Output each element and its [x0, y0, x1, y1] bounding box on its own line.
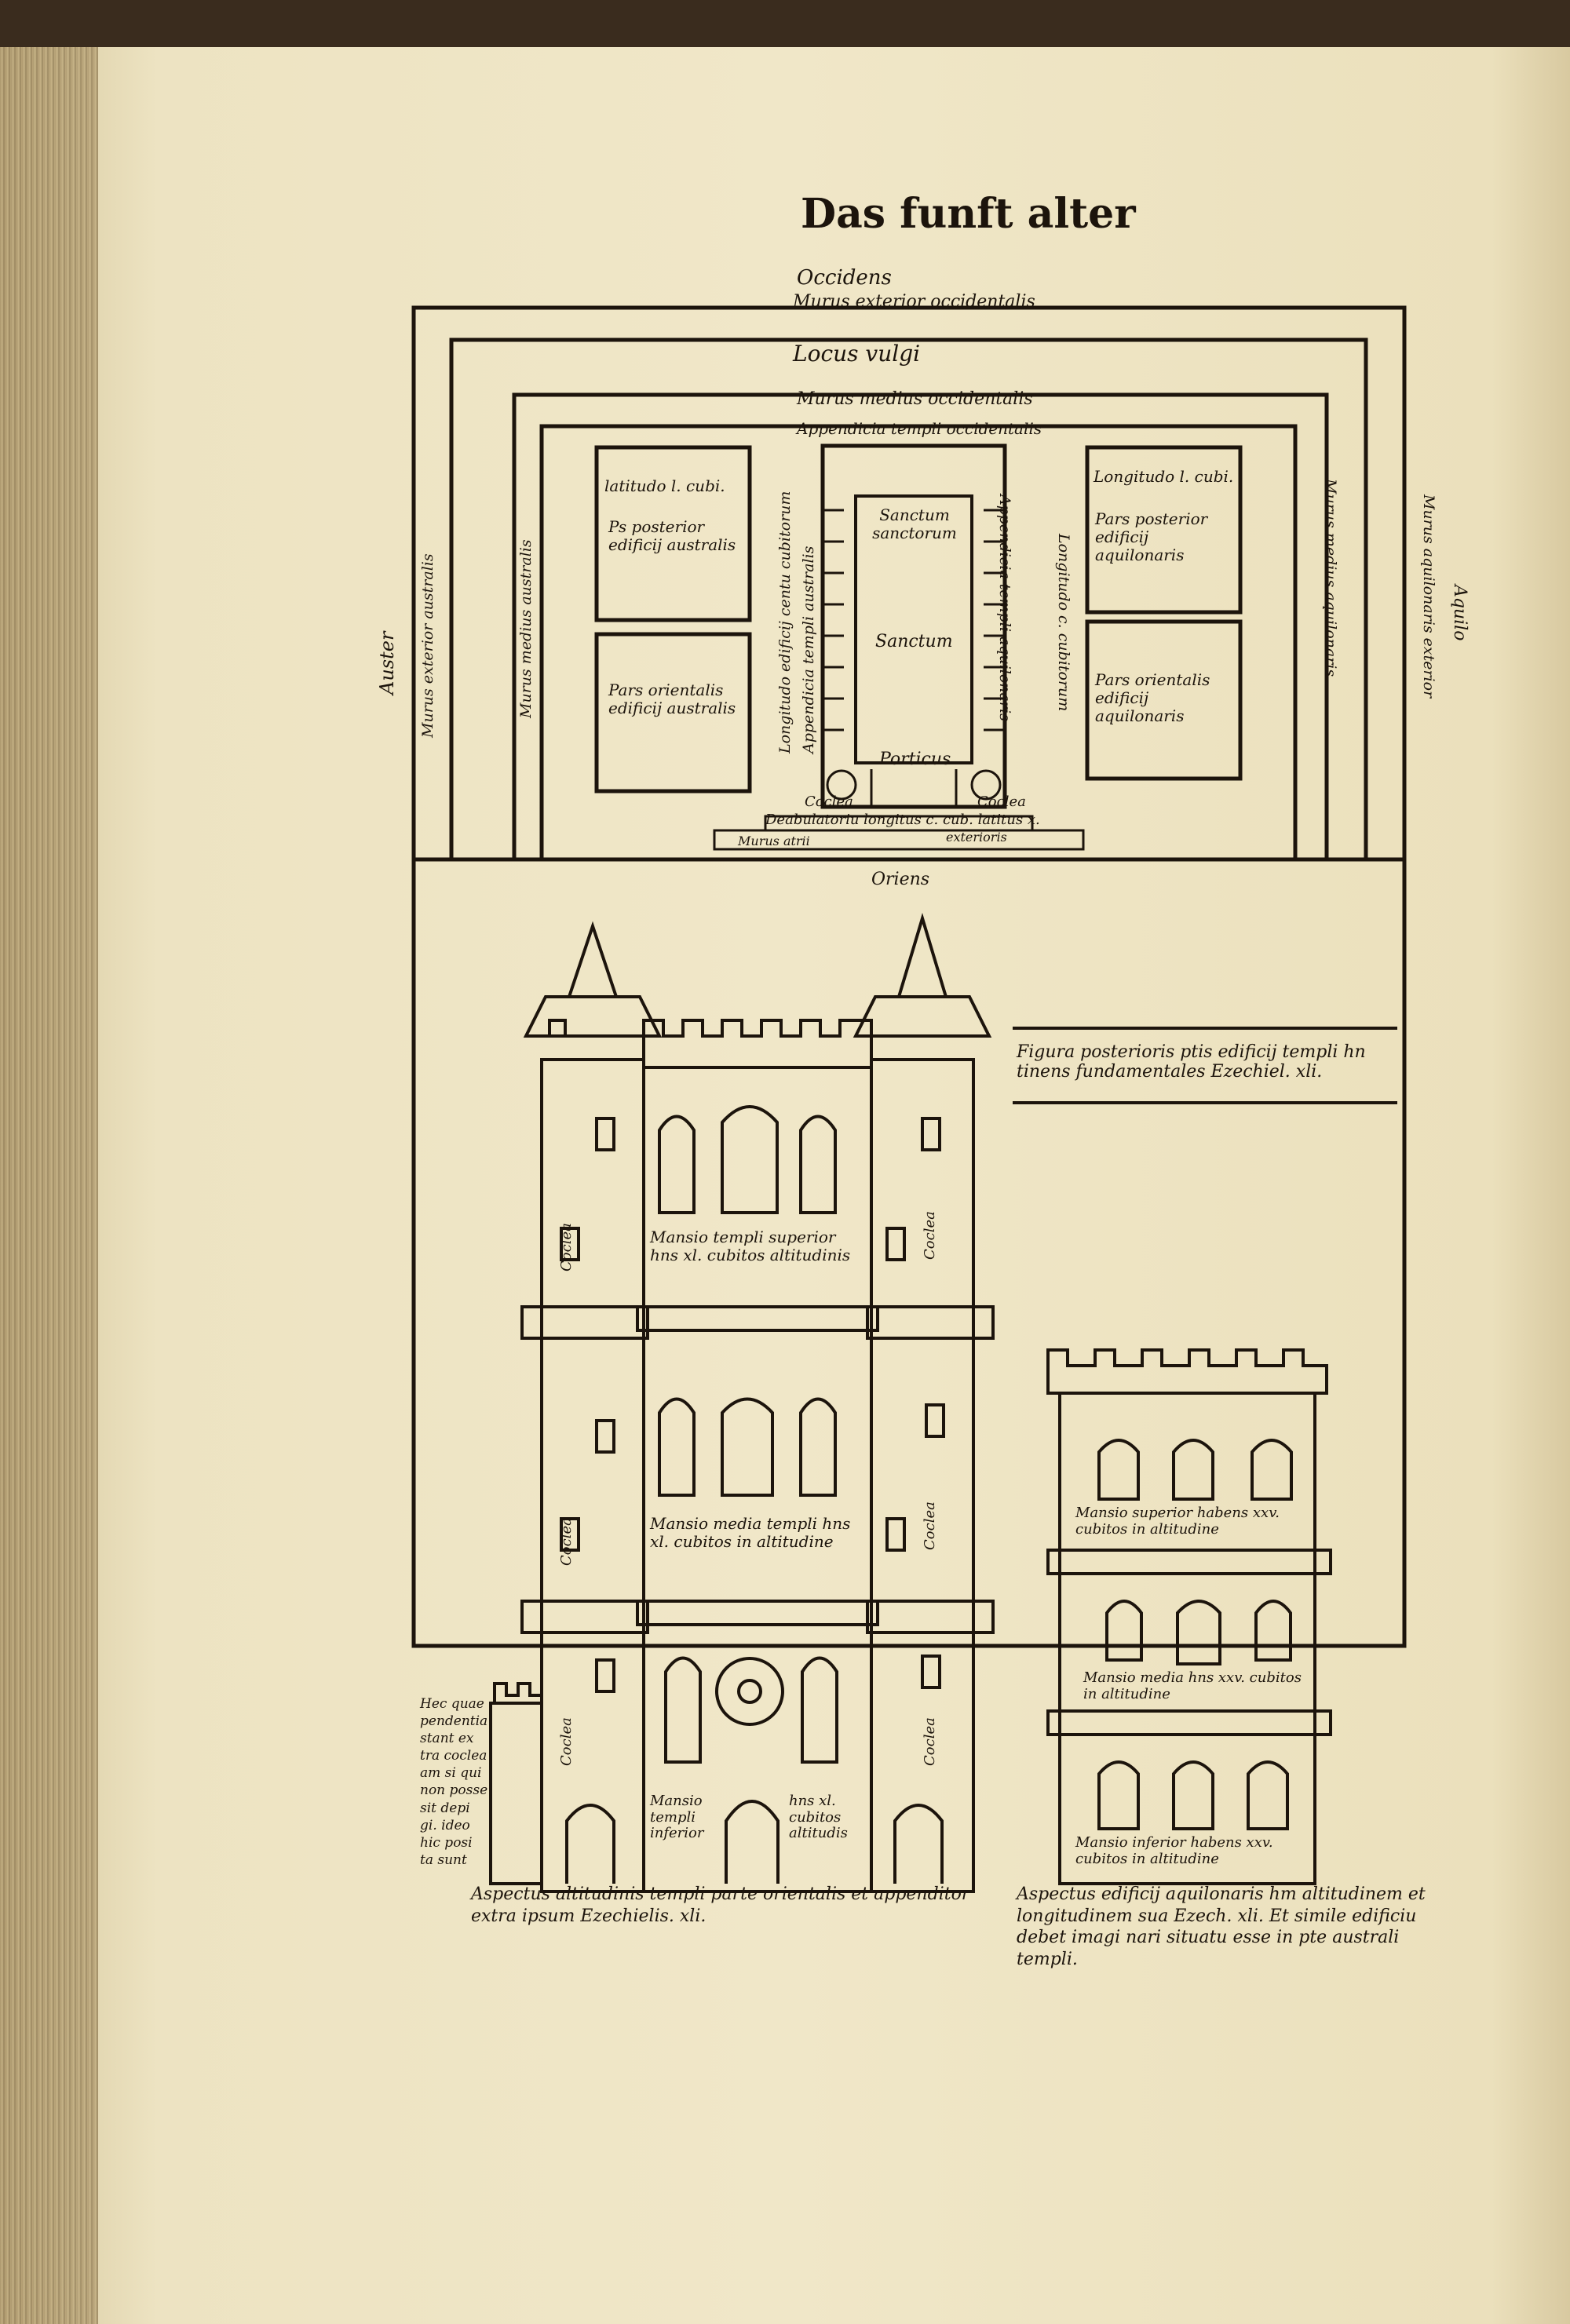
label-coclea-3: Coclea	[558, 1717, 575, 1766]
label-mansio-media: Mansio media templi hns xl. cubitos in a…	[650, 1514, 851, 1551]
plan-label-appendicia-occidentalis: Appendicia templi occidentalis	[797, 419, 1042, 438]
plan-label-appendicia-aquilonaris: Appendicia templi aquilonaris	[996, 494, 1013, 721]
plan-label-occidens: Occidens	[797, 266, 892, 290]
plan-label-longitudo-l: Longitudo l. cubi.	[1094, 467, 1234, 486]
plan-label-oriens: Oriens	[871, 870, 930, 889]
plan-label-coclea-left: Coclea	[805, 794, 853, 810]
plan-label-sanctum-sanctorum: Sanctum sanctorum	[872, 505, 957, 542]
label-tower-superior: Mansio superior habens xxv. cubitos in a…	[1075, 1505, 1280, 1538]
label-coclea-5: Coclea	[922, 1501, 938, 1550]
label-mansio-superior: Mansio templi superior hns xl. cubitos a…	[650, 1228, 851, 1264]
plan-label-pars-orientalis-aquilonaris: Pars orientalis edificij aquilonaris	[1095, 670, 1210, 725]
label-coclea-1: Coclea	[558, 1223, 575, 1271]
plan-label-deambulatorium: Deabulatoriu longitus c. cub. latitus x.	[765, 812, 1040, 828]
plan-label-porticus: Porticus	[879, 750, 951, 769]
plan-label-murus-aquilonaris-exterior: Murus aquilonaris exterior	[1420, 494, 1437, 699]
plan-label-aquilo: Aquilo	[1450, 585, 1470, 641]
plan-label-latitudo: latitudo l. cubi.	[604, 476, 725, 495]
label-tower-media: Mansio media hns xxv. cubitos in altitud…	[1083, 1669, 1302, 1702]
label-tower-inferior: Mansio inferior habens xxv. cubitos in a…	[1075, 1834, 1273, 1867]
page-edges	[0, 47, 98, 2324]
page-title: Das funft alter	[801, 190, 1136, 238]
label-coclea-2: Coclea	[558, 1517, 575, 1566]
plan-label-auster: Auster	[376, 631, 398, 695]
plan-label-sanctum: Sanctum	[875, 632, 953, 651]
label-mansio-inferior-b: hns xl. cubitos altitudis	[789, 1793, 848, 1842]
plan-label-locus-vulgi: Locus vulgi	[793, 341, 921, 367]
plan-label-longitudo-left: Longitudo edificij centu cubitorum	[776, 491, 794, 753]
plan-label-murus-atrii: Murus atrii	[738, 834, 810, 848]
plan-label-murus-exterior-occidentalis: Murus exterior occidentalis	[793, 292, 1035, 312]
label-side-note: Hec quae pendentia stant ex tra coclea a…	[420, 1696, 488, 1868]
plan-label-exterioris: exterioris	[946, 830, 1007, 845]
plan-label-appendicia-australis: Appendicia templi australis	[800, 545, 817, 753]
plan-label-pars-posterior-aquilonaris: Pars posterior edificij aquilonaris	[1095, 509, 1208, 564]
label-mansio-inferior-a: Mansio templi inferior	[650, 1793, 704, 1842]
label-coclea-4: Coclea	[922, 1211, 938, 1260]
plan-label-murus-medius-aquilonaris: Murus medius aquilonaris	[1322, 479, 1339, 677]
plan-label-coclea-right: Coclea	[977, 794, 1026, 810]
plan-label-murus-medius-australis: Murus medius australis	[517, 539, 535, 718]
plan-label-pars-posterior-australis: Ps posterior edificij australis	[608, 517, 736, 554]
figura-caption: Figura posterioris ptis edificij templi …	[1017, 1042, 1366, 1082]
label-coclea-6: Coclea	[922, 1717, 938, 1766]
caption-right: Aspectus edificij aquilonaris hm altitud…	[1017, 1884, 1426, 1969]
plan-label-pars-orientalis-australis: Pars orientalis edificij australis	[608, 680, 736, 717]
caption-left: Aspectus altitudinis templi parte orient…	[471, 1884, 970, 1926]
plan-label-murus-medius-occidentalis: Murus medius occidentalis	[797, 389, 1033, 409]
plan-label-longitudo-right: Longitudo c. cubitorum	[1055, 534, 1072, 712]
plan-label-murus-exterior-australis: Murus exterior australis	[419, 553, 436, 738]
